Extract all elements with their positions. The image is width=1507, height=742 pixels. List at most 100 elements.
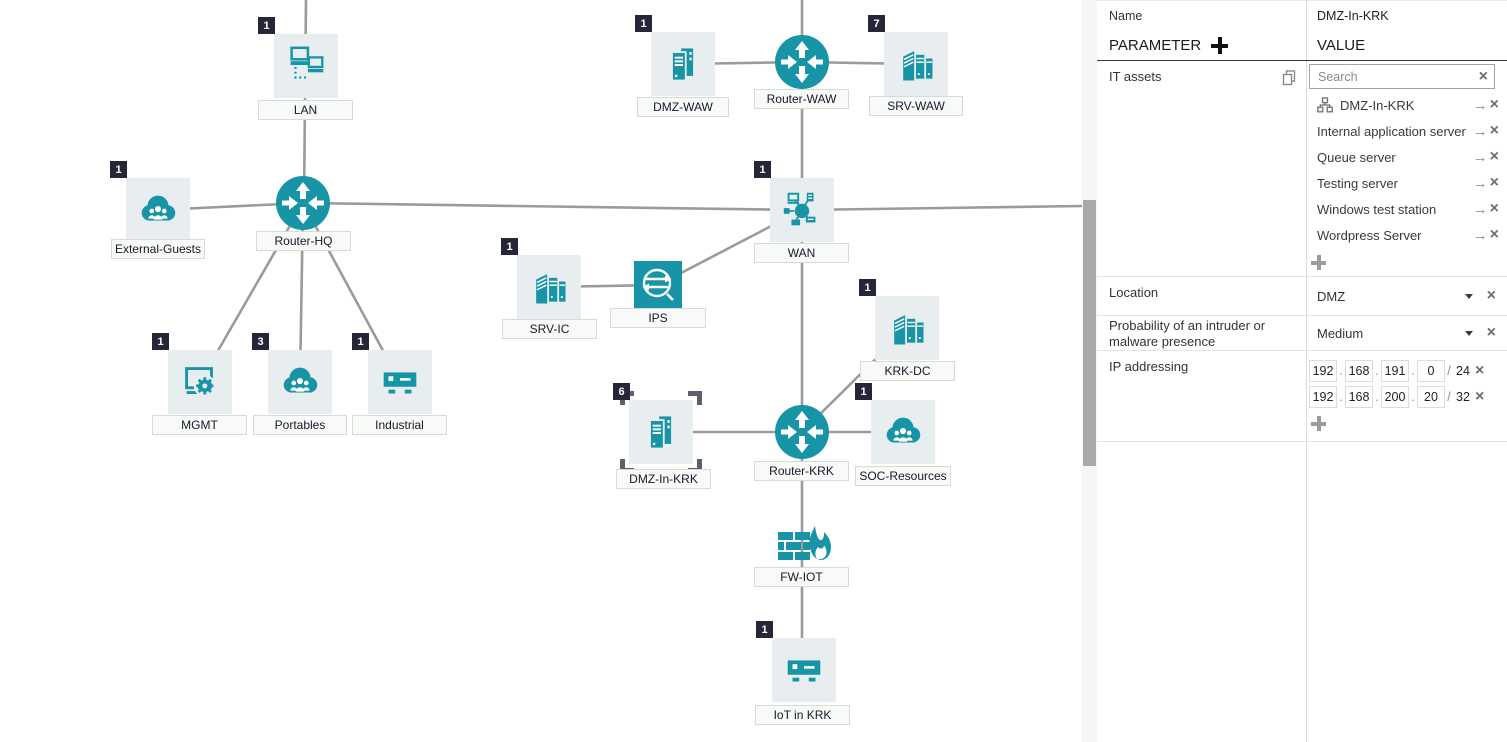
node-label-dmz-in-krk[interactable]: DMZ-In-KRK <box>616 469 711 489</box>
go-to-asset-icon[interactable]: → <box>1472 122 1488 140</box>
node-krk-dc[interactable]: 1 <box>859 279 939 360</box>
remove-ip-icon[interactable]: × <box>1475 362 1485 379</box>
node-label-soc-resources[interactable]: SOC-Resources <box>855 466 951 486</box>
node-mgmt[interactable]: 1 <box>152 333 232 414</box>
cloud-users-icon <box>871 400 935 464</box>
go-to-asset-icon[interactable]: → <box>1472 200 1488 218</box>
ip-prefix-input[interactable]: 24 <box>1456 364 1470 378</box>
value-column-header: VALUE <box>1317 37 1366 54</box>
node-srv-ic[interactable]: 1 <box>501 238 581 319</box>
node-industrial[interactable]: 1 <box>352 333 432 414</box>
ip-octet-input[interactable]: 168 <box>1345 386 1373 408</box>
node-router-hq[interactable] <box>276 176 330 230</box>
asset-list-item[interactable]: Internal application server → × <box>1307 118 1507 144</box>
remove-ip-icon[interactable]: × <box>1475 388 1485 405</box>
node-label-dmz-waw[interactable]: DMZ-WAW <box>637 97 729 117</box>
node-label-fw-iot[interactable]: FW-IOT <box>754 567 849 587</box>
it-assets-label: IT assets <box>1109 69 1162 84</box>
node-fw-iot[interactable] <box>770 522 834 570</box>
scrollbar-thumb[interactable] <box>1083 200 1096 466</box>
node-label-lan[interactable]: LAN <box>258 100 353 120</box>
remove-asset-icon[interactable]: × <box>1489 200 1499 217</box>
asset-name: Windows test station <box>1317 201 1437 217</box>
ip-octet-input[interactable]: 0 <box>1417 360 1445 382</box>
dropdown-caret-icon[interactable] <box>1465 331 1473 336</box>
remove-asset-icon[interactable]: × <box>1489 122 1499 139</box>
ip-octet-input[interactable]: 20 <box>1417 386 1445 408</box>
asset-search-box[interactable]: × <box>1309 64 1495 89</box>
remove-asset-icon[interactable]: × <box>1489 174 1499 191</box>
go-to-asset-icon[interactable]: → <box>1472 226 1488 244</box>
node-wan[interactable]: 1 <box>754 161 834 242</box>
ip-octet-input[interactable]: 191 <box>1381 360 1409 382</box>
dropdown-caret-icon[interactable] <box>1465 294 1473 299</box>
node-label-industrial[interactable]: Industrial <box>352 415 447 435</box>
ip-octet-input[interactable]: 168 <box>1345 360 1373 382</box>
node-label-srv-waw[interactable]: SRV-WAW <box>869 96 963 116</box>
router-icon <box>775 405 829 464</box>
node-router-krk[interactable] <box>775 405 829 459</box>
ip-octet-input[interactable]: 200 <box>1381 386 1409 408</box>
topology-icon <box>1317 97 1333 113</box>
probability-label: Probability of an intruder or malware pr… <box>1109 318 1266 349</box>
asset-list-item[interactable]: Testing server → × <box>1307 170 1507 196</box>
node-label-mgmt[interactable]: MGMT <box>152 415 247 435</box>
node-iot-in-krk[interactable]: 1 <box>756 621 836 702</box>
node-srv-waw[interactable]: 7 <box>868 15 948 96</box>
go-to-asset-icon[interactable]: → <box>1472 174 1488 192</box>
topology-canvas[interactable]: 1 LAN 1 DMZ-WA <box>0 0 1082 742</box>
location-value[interactable]: DMZ <box>1317 288 1346 304</box>
node-label-router-hq[interactable]: Router-HQ <box>256 231 351 251</box>
node-label-srv-ic[interactable]: SRV-IC <box>502 319 597 339</box>
node-label-router-krk[interactable]: Router-KRK <box>754 461 849 481</box>
node-dmz-in-krk[interactable]: 6 <box>613 383 702 473</box>
node-count-badge: 1 <box>352 333 369 350</box>
ip-prefix-input[interactable]: 32 <box>1456 390 1470 404</box>
parameter-column-header: PARAMETER <box>1109 37 1202 54</box>
ip-octet-input[interactable]: 192 <box>1309 360 1337 382</box>
node-label-krk-dc[interactable]: KRK-DC <box>860 361 955 381</box>
remove-asset-icon[interactable]: × <box>1489 96 1499 113</box>
node-count-badge: 1 <box>859 279 876 296</box>
clear-location-icon[interactable]: × <box>1486 287 1496 304</box>
probability-value[interactable]: Medium <box>1317 325 1364 341</box>
add-parameter-button[interactable] <box>1211 37 1229 54</box>
panel-name-row: Name DMZ-In-KRK <box>1097 1 1507 31</box>
node-label-ips[interactable]: IPS <box>610 308 706 328</box>
add-ip-button[interactable] <box>1311 416 1326 431</box>
asset-list-item[interactable]: Queue server → × <box>1307 144 1507 170</box>
node-count-badge: 6 <box>613 383 630 400</box>
ip-octet-input[interactable]: 192 <box>1309 386 1337 408</box>
node-label-router-waw[interactable]: Router-WAW <box>754 89 849 109</box>
asset-list-item[interactable]: Windows test station → × <box>1307 196 1507 222</box>
node-router-waw[interactable] <box>775 35 829 89</box>
server-rack-icon <box>517 255 581 319</box>
remove-asset-icon[interactable]: × <box>1489 148 1499 165</box>
asset-list-item[interactable]: DMZ-In-KRK → × <box>1307 92 1507 118</box>
ip-addressing-label: IP addressing <box>1109 359 1189 374</box>
clear-probability-icon[interactable]: × <box>1486 324 1496 341</box>
asset-search-input[interactable] <box>1318 69 1479 84</box>
go-to-asset-icon[interactable]: → <box>1472 96 1488 114</box>
selection-handle[interactable] <box>688 391 702 405</box>
copy-icon[interactable] <box>1282 70 1296 91</box>
node-label-wan[interactable]: WAN <box>754 243 849 263</box>
node-label-iot-in-krk[interactable]: IoT in KRK <box>755 705 850 725</box>
node-portables[interactable]: 3 <box>252 333 332 414</box>
clear-search-icon[interactable]: × <box>1478 67 1488 85</box>
asset-list-item[interactable]: Wordpress Server → × <box>1307 222 1507 248</box>
node-external-guests[interactable]: 1 <box>110 161 190 242</box>
node-ips[interactable] <box>634 261 682 309</box>
remove-asset-icon[interactable]: × <box>1489 226 1499 243</box>
node-soc-resources[interactable]: 1 <box>855 383 935 464</box>
node-label-external-guests[interactable]: External-Guests <box>111 239 205 259</box>
go-to-asset-icon[interactable]: → <box>1472 148 1488 166</box>
node-count-badge: 1 <box>754 161 771 178</box>
node-label-portables[interactable]: Portables <box>253 415 347 435</box>
node-count-badge: 1 <box>258 17 275 34</box>
node-dmz-waw[interactable]: 1 <box>635 15 715 96</box>
vertical-scrollbar[interactable] <box>1082 0 1097 742</box>
node-lan[interactable]: 1 <box>258 17 338 98</box>
add-asset-button[interactable] <box>1311 255 1326 270</box>
server-rack-icon <box>875 296 939 360</box>
